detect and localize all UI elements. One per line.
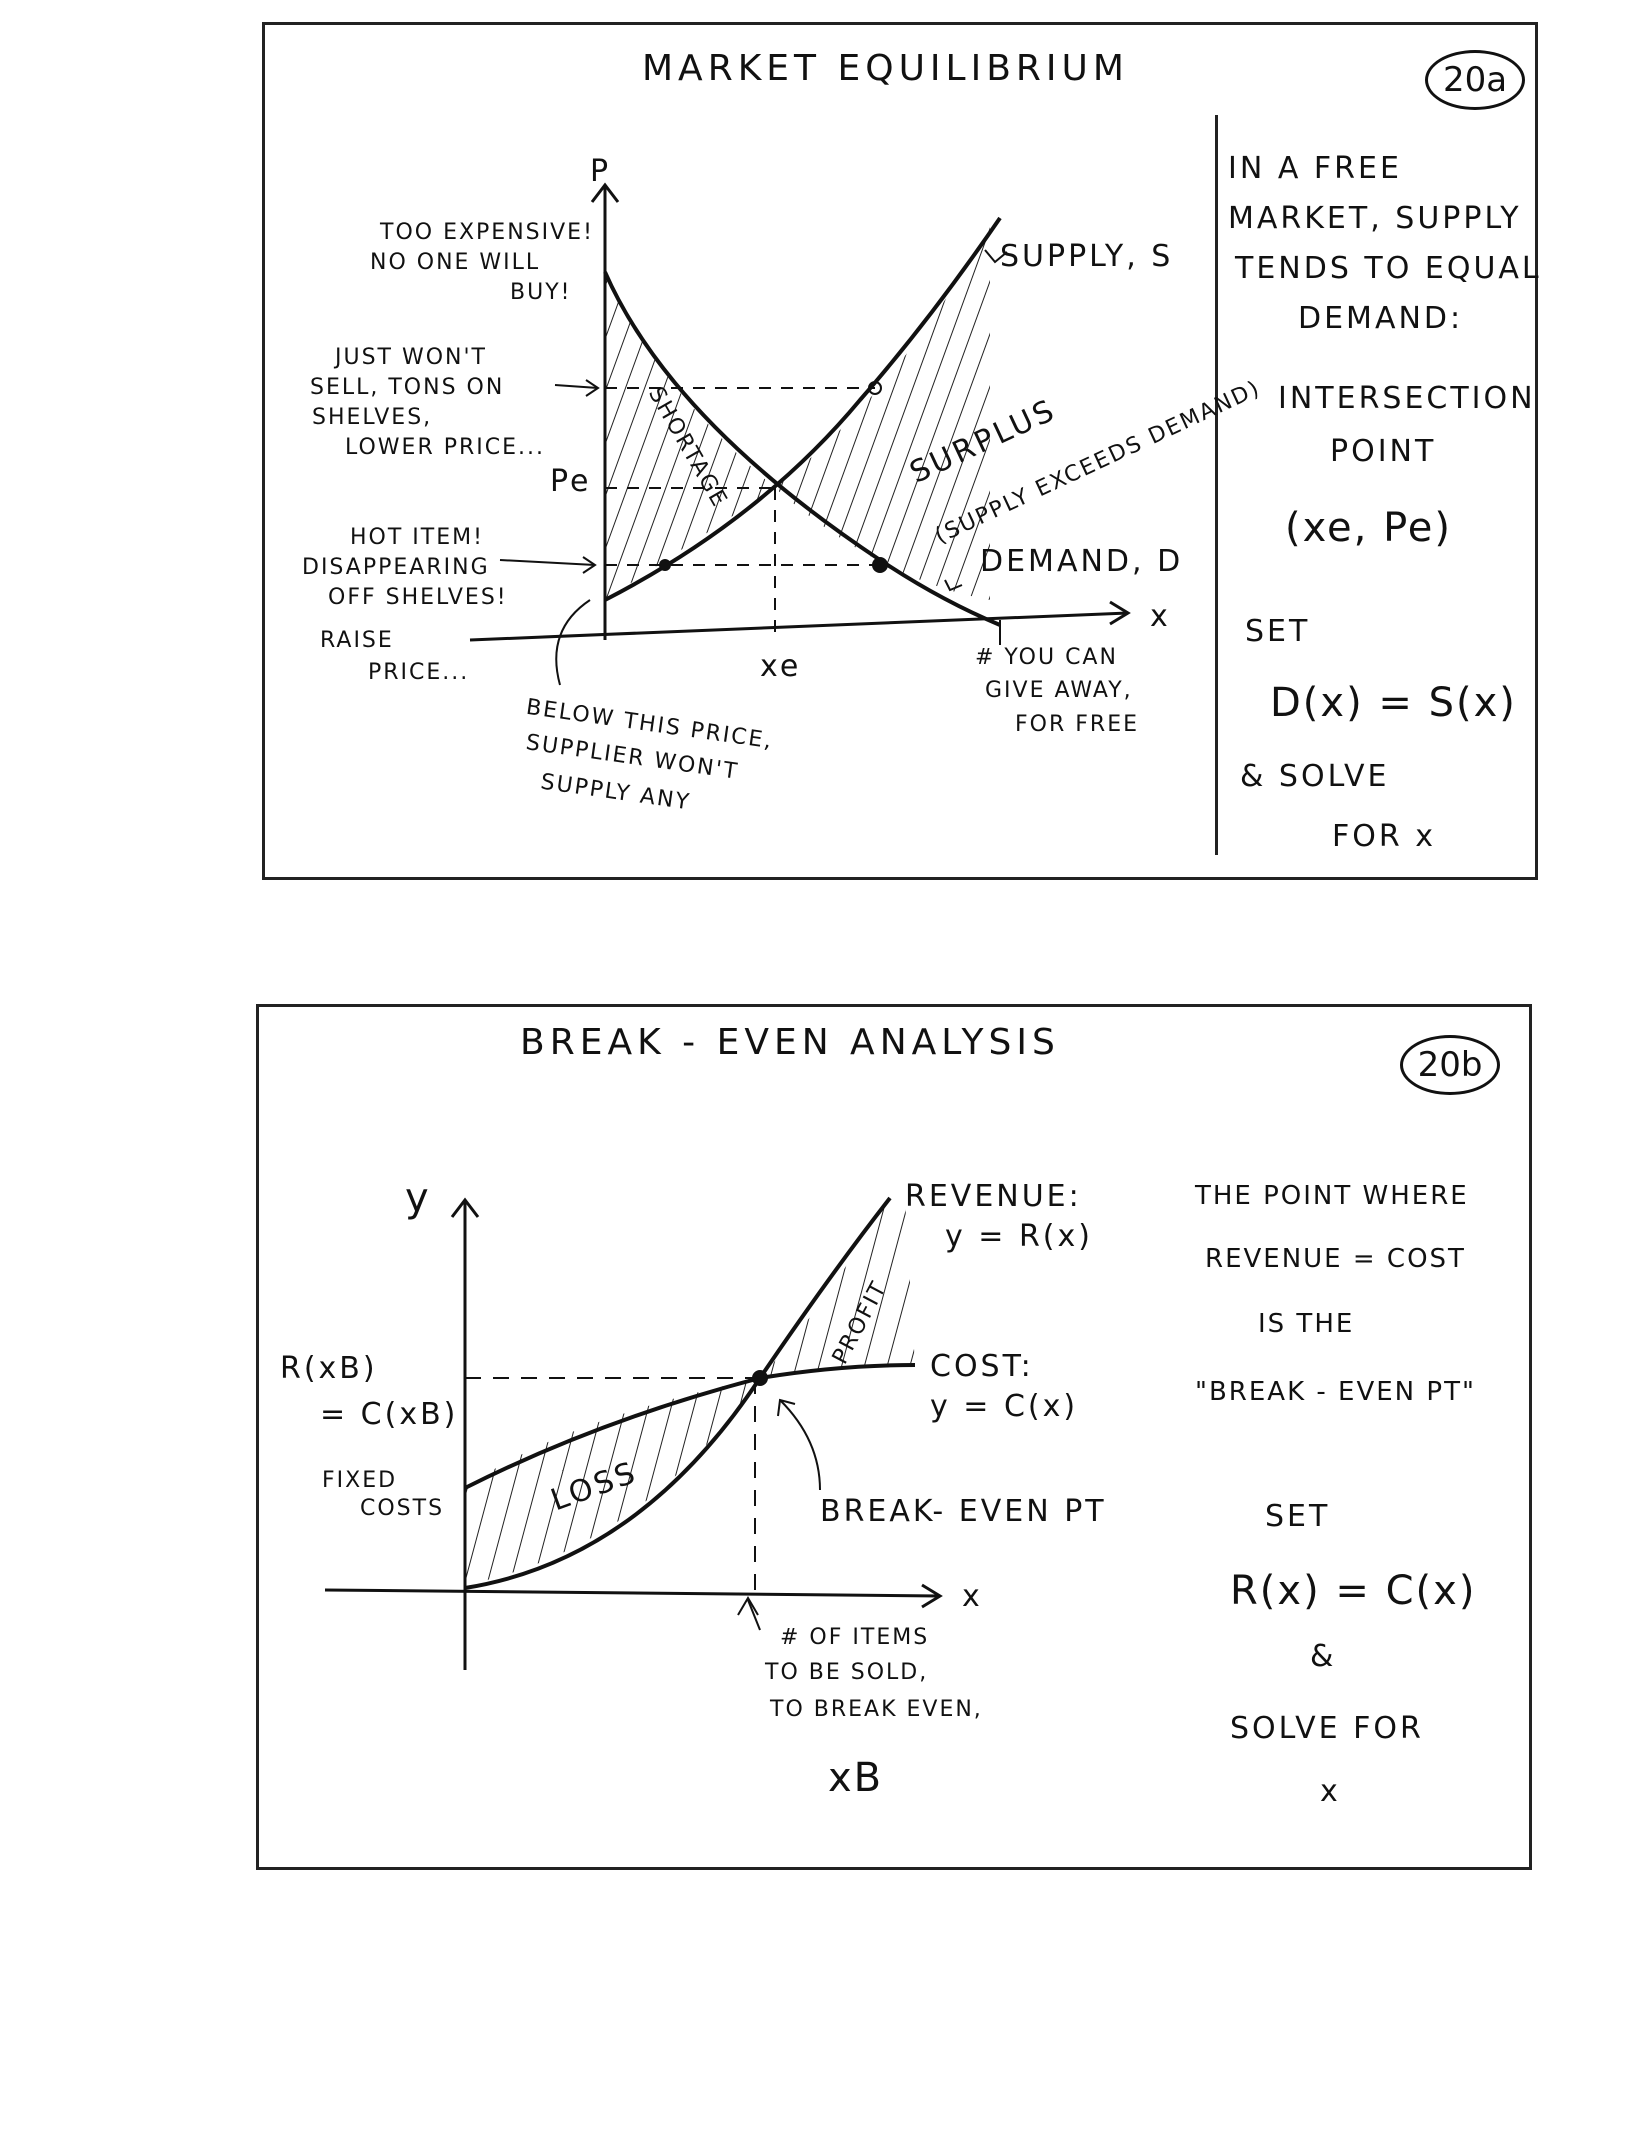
y-axis-arrow	[450, 1197, 480, 1218]
break-even-point	[752, 1370, 768, 1386]
supply-curve	[604, 216, 1002, 602]
supply-label: SUPPLY, S	[1000, 239, 1174, 274]
surplus-supply-point	[868, 381, 882, 395]
shortage-demand-point	[872, 557, 888, 573]
equilibrium-point: (xe, Pe)	[1285, 505, 1452, 551]
panel-a-title: MARKET EQUILIBRIUM	[642, 48, 1129, 89]
x-axis-arrow	[1109, 600, 1131, 626]
xe-label: xe	[760, 649, 802, 684]
demand-label: DEMAND, D	[980, 544, 1184, 579]
break-even-pt-label: BREAK- EVEN PT	[820, 1494, 1107, 1529]
equilibrium-equation: D(x) = S(x)	[1270, 680, 1517, 726]
profit-region	[760, 1198, 915, 1378]
x-axis-b	[324, 1588, 941, 1598]
shortage-region	[605, 272, 775, 600]
x-axis-b-arrow	[921, 1583, 943, 1609]
panel-b-badge: 20b	[1400, 1035, 1500, 1095]
break-even-equation: R(x) = C(x)	[1230, 1568, 1477, 1614]
revenue-curve	[464, 1196, 892, 1590]
pe-label: Pe	[550, 464, 592, 499]
panel-a-divider	[1215, 115, 1218, 855]
xb-label: xB	[828, 1755, 884, 1801]
demand-curve	[603, 271, 1001, 627]
break-even-card	[256, 1004, 1532, 1870]
panel-b-title: BREAK - EVEN ANALYSIS	[520, 1022, 1060, 1063]
shortage-supply-point	[659, 559, 671, 571]
surplus-region	[775, 225, 990, 600]
x-axis-label-b: x	[962, 1579, 983, 1614]
loss-region	[465, 1378, 760, 1585]
x-axis-label-a: x	[1150, 599, 1171, 634]
x-axis	[469, 611, 1129, 642]
panel-a-badge: 20a	[1425, 50, 1525, 110]
cost-curve	[464, 1363, 916, 1490]
y-axis-label: y	[405, 1175, 431, 1221]
p-axis-label: P	[590, 154, 612, 189]
p-axis-arrow	[590, 182, 620, 203]
